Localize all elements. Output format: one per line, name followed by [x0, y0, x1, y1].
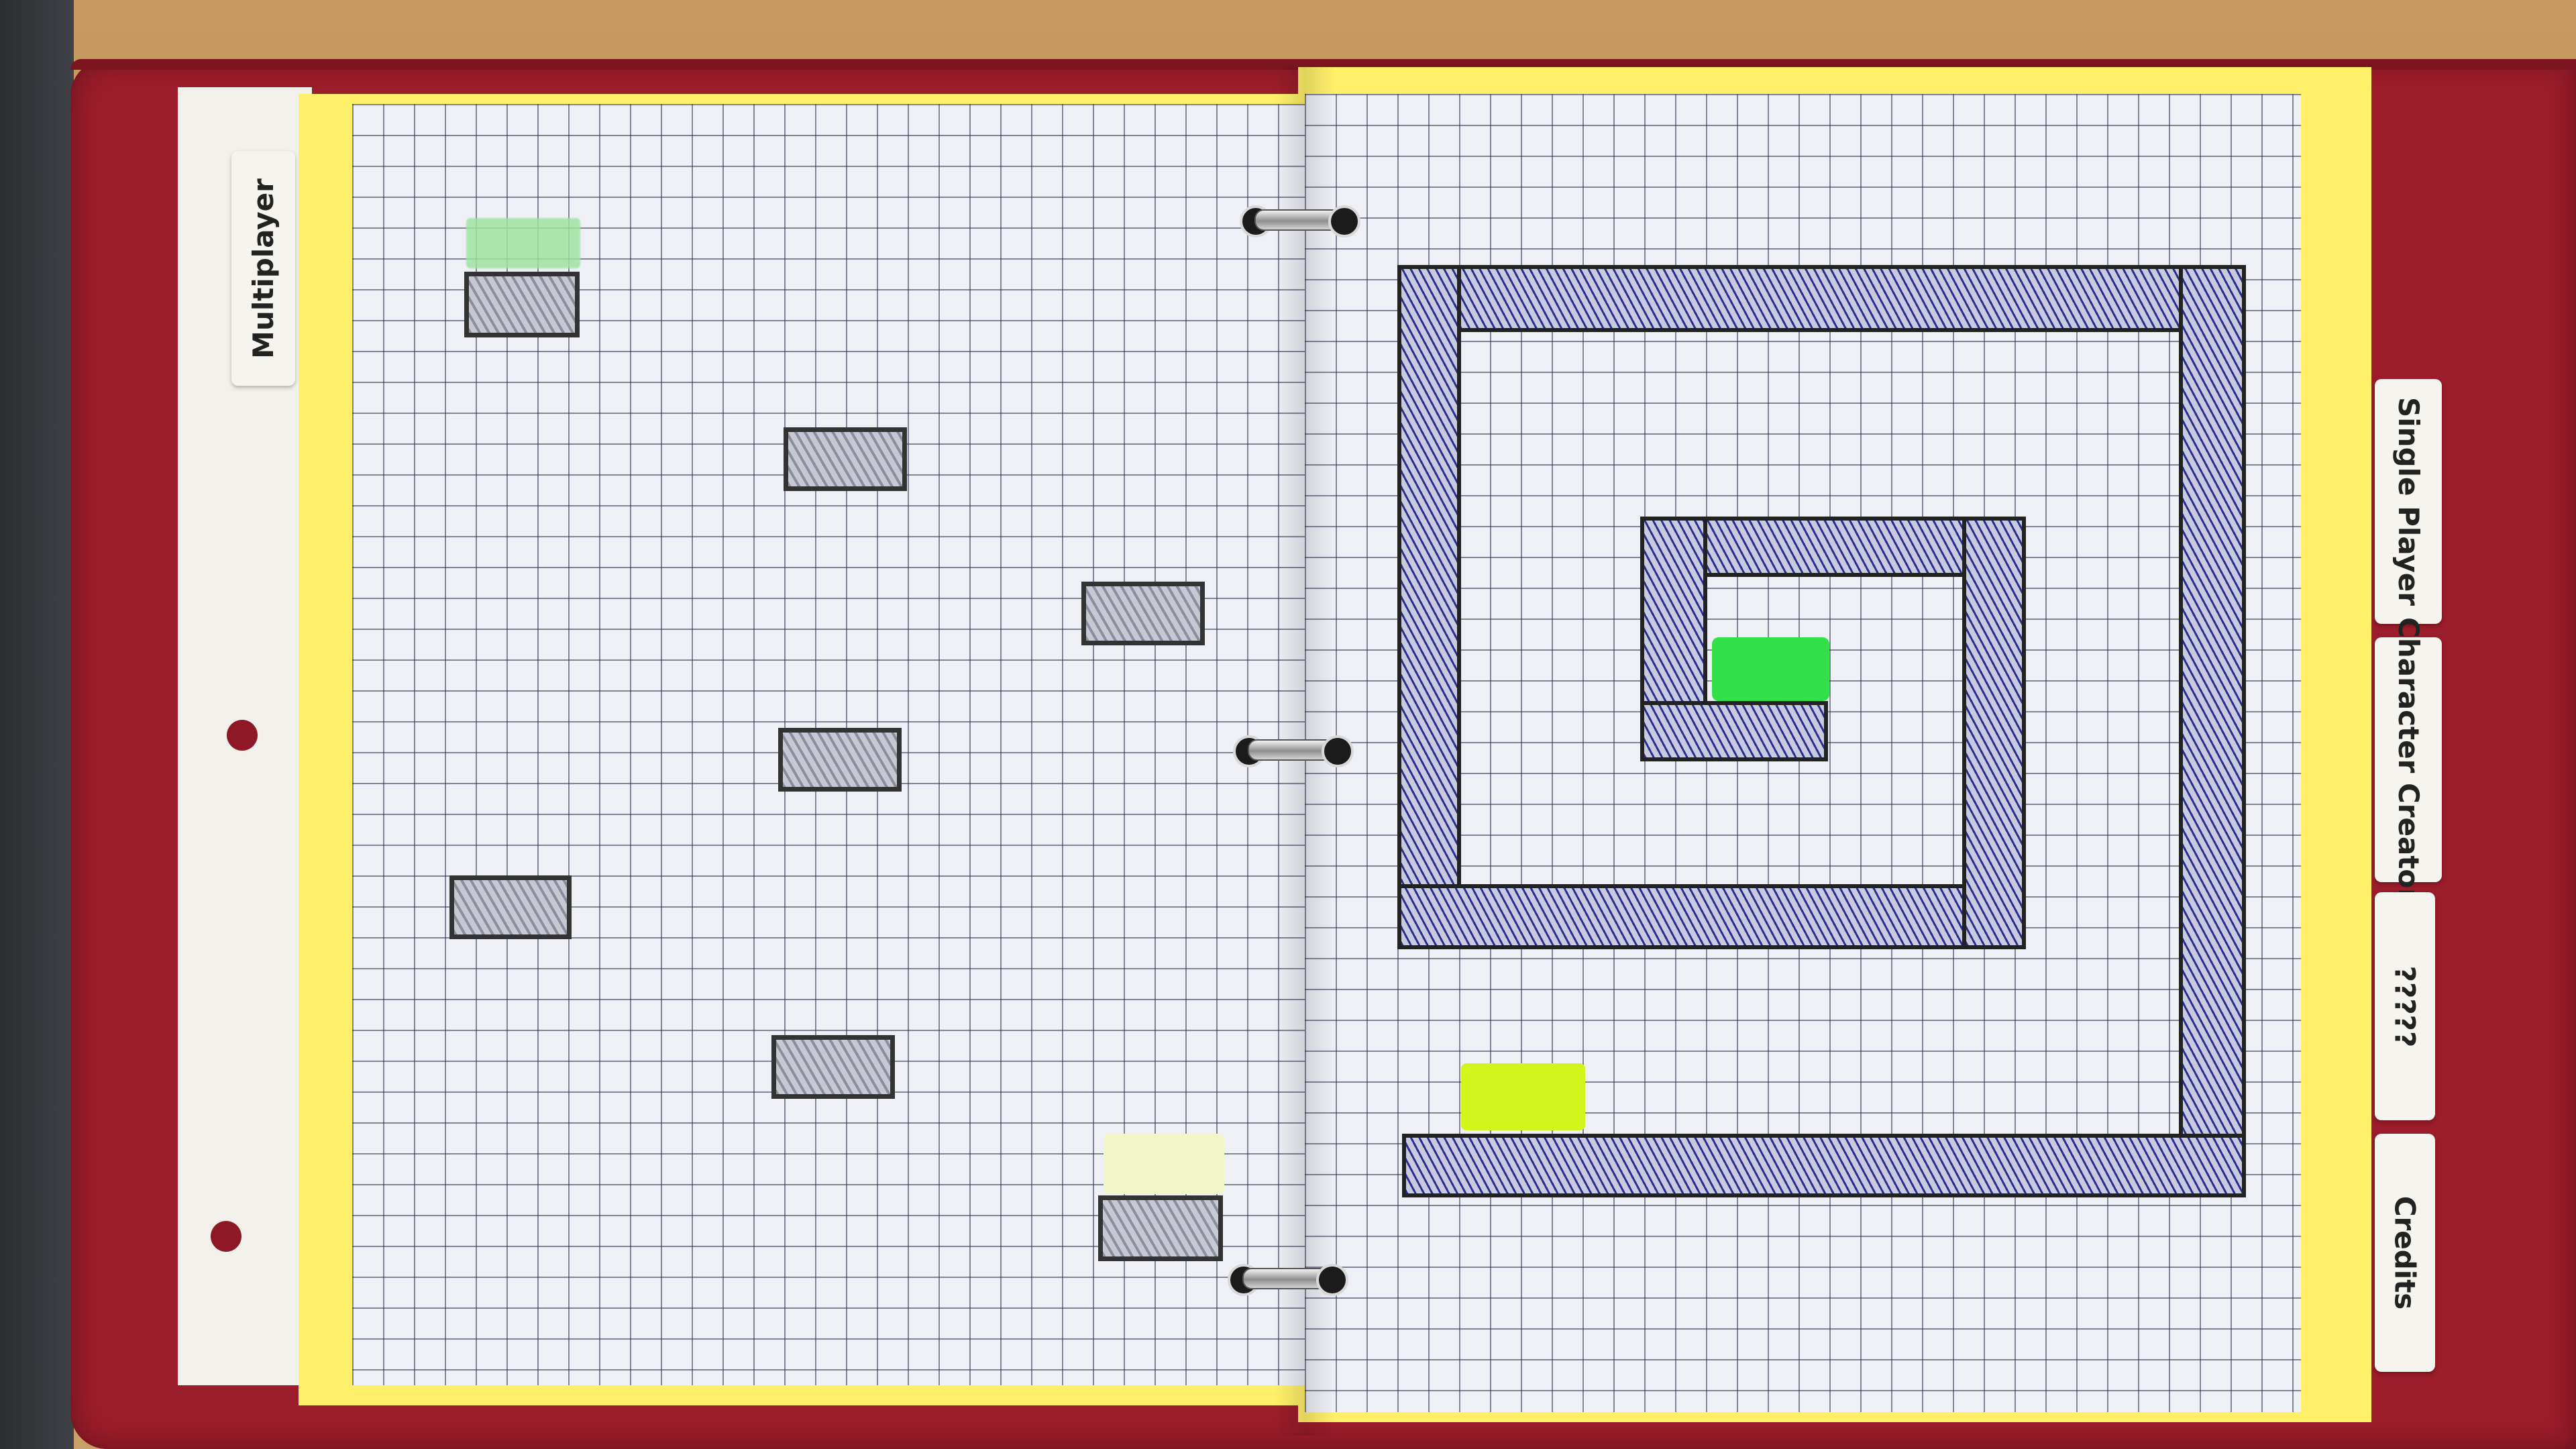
punch-hole-bottom	[211, 1221, 241, 1252]
platform-block[interactable]	[464, 272, 580, 337]
binder-ring-bottom	[1228, 1258, 1348, 1299]
tab-character-creator[interactable]: Character Creator	[2375, 617, 2442, 902]
maze-wall-outer-right	[2179, 265, 2246, 1197]
maze-wall-core-right	[1962, 517, 2026, 949]
tab-credits-label: Credits	[2388, 1195, 2422, 1310]
maze-wall-core-bottom	[1640, 701, 1828, 761]
tab-multiplayer-label: Multiplayer	[247, 178, 280, 359]
tab-mystery[interactable]: ?????	[2375, 892, 2435, 1120]
platform-block[interactable]	[449, 875, 572, 939]
tab-mystery-label: ?????	[2388, 965, 2422, 1047]
platform-block[interactable]	[778, 728, 902, 792]
goal-shading	[1104, 1134, 1224, 1194]
tab-single-player[interactable]: Single Player	[2375, 379, 2442, 624]
tab-multiplayer[interactable]: Multiplayer	[231, 151, 295, 386]
binder-ring-middle	[1233, 730, 1354, 770]
tab-single-player-label: Single Player	[2392, 397, 2425, 606]
maze-wall-outer-bottom	[1402, 1134, 2246, 1197]
binder-ring-top	[1240, 200, 1360, 240]
maze-wall-inner-bottom	[1397, 884, 2025, 949]
platform-block[interactable]	[1081, 582, 1205, 645]
background-shadow	[0, 0, 74, 1449]
platform-block[interactable]	[1098, 1195, 1223, 1261]
platform-block[interactable]	[771, 1035, 895, 1099]
player-character[interactable]	[1712, 637, 1829, 701]
maze-wall-outer-left	[1397, 265, 1461, 949]
tab-character-creator-label: Character Creator	[2392, 617, 2425, 902]
maze-wall-outer-top	[1397, 265, 2246, 332]
tab-credits[interactable]: Credits	[2375, 1134, 2435, 1372]
punch-hole-top	[227, 720, 258, 751]
player-spawn-shading	[466, 218, 580, 268]
platform-block[interactable]	[784, 427, 907, 491]
goal-marker[interactable]	[1461, 1063, 1585, 1130]
